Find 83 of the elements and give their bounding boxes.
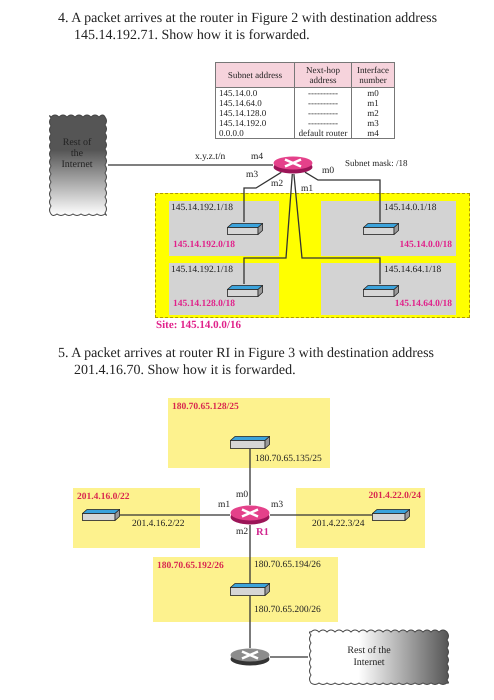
switch-icon xyxy=(363,223,399,235)
router-icon xyxy=(273,156,313,174)
edge-label: 180.70.65.200/26 xyxy=(254,605,321,616)
table-cell: 145.14.0.0 xyxy=(216,88,294,98)
interface-label: m2 xyxy=(271,179,284,190)
network-link xyxy=(120,514,230,516)
edge-label: 201.4.22.3/24 xyxy=(312,519,365,530)
interface-label: m1 xyxy=(218,500,230,511)
table-cell: 145.14.192.0 xyxy=(216,118,294,128)
table-header-cell: Subnet address xyxy=(216,62,294,88)
interface-label: m1 xyxy=(301,184,314,195)
network-link xyxy=(304,172,381,222)
edge-label: 145.14.0.1/18 xyxy=(384,203,437,214)
edge-label: 180.70.65.135/25 xyxy=(255,454,322,465)
subnet-address: 201.4.16.0/22 xyxy=(77,492,130,503)
network-link xyxy=(293,174,381,284)
network-link xyxy=(249,525,251,583)
table-cell: m1 xyxy=(352,98,394,108)
table-cell: 145.14.64.0 xyxy=(216,98,294,108)
table-cell: m2 xyxy=(352,108,394,118)
subnet-area xyxy=(321,201,456,256)
table-cell: 0.0.0.0 xyxy=(216,128,294,138)
table-cell: ---------- xyxy=(294,88,352,98)
router-icon xyxy=(230,505,270,525)
interface-label: m3 xyxy=(271,500,284,511)
switch-icon xyxy=(363,285,399,297)
subnet-address: 201.4.22.0/24 xyxy=(368,491,421,502)
router-icon xyxy=(230,648,270,666)
network-link xyxy=(243,174,293,284)
question-text: 5. A packet arrives at router RI in Figure 3 with destination address 201.4.16.70. Show how it is forwarded. xyxy=(58,345,435,379)
interface-label: m3 xyxy=(246,170,258,181)
edge-label: 145.14.192.1/18 xyxy=(171,203,234,214)
subnet-area xyxy=(169,263,279,315)
subnet-address: 180.70.65.192/26 xyxy=(157,561,224,572)
subnet-area xyxy=(296,488,425,548)
edge-label: 145.14.192.1/18 xyxy=(171,265,234,276)
network-link xyxy=(243,172,282,222)
switch-icon xyxy=(230,436,270,449)
network-link xyxy=(249,449,251,505)
network-link xyxy=(270,514,372,516)
switch-icon xyxy=(230,583,270,596)
switch-icon xyxy=(227,223,263,235)
interface-label: Subnet mask: /18 xyxy=(345,158,408,169)
site-label: Site: 145.14.0.0/16 xyxy=(156,320,241,331)
edge-label: 201.4.16.2/22 xyxy=(132,519,185,530)
subnet-address: 145.14.64.0/18 xyxy=(394,299,452,310)
subnet-area xyxy=(169,201,279,256)
cloud-shape xyxy=(48,113,108,217)
table-cell: 145.14.128.0 xyxy=(216,108,294,118)
table-cell: ---------- xyxy=(294,108,352,118)
router-label: R1 xyxy=(256,527,269,538)
edge-label: 180.70.65.194/26 xyxy=(254,560,321,571)
table-cell: m0 xyxy=(352,88,394,98)
network-link xyxy=(108,164,273,166)
table-header-cell: Next-hop address xyxy=(294,62,352,88)
switch-icon xyxy=(372,509,410,521)
table-cell: default router xyxy=(294,128,352,138)
interface-label: m4 xyxy=(251,152,264,163)
table-cell: ---------- xyxy=(294,118,352,128)
subnet-address: 145.14.128.0/18 xyxy=(173,299,236,310)
interface-label: m2 xyxy=(236,527,248,538)
table-header-cell: Interface number xyxy=(352,62,394,88)
cloud-label: Rest of the Internet xyxy=(346,645,392,669)
subnet-address: 145.14.0.0/18 xyxy=(399,240,452,251)
question-text: 4. A packet arrives at the router in Figure 2 with destination address 145.14.192.71. Show how it is forwarded. xyxy=(58,10,438,44)
subnet-area xyxy=(73,488,200,548)
subnet-address: 145.14.192.0/18 xyxy=(173,240,236,251)
interface-label: m0 xyxy=(236,490,248,501)
network-link xyxy=(249,596,251,648)
interface-label: m0 xyxy=(322,166,334,177)
switch-icon xyxy=(82,509,120,521)
table-cell: m4 xyxy=(352,128,394,138)
subnet-area xyxy=(321,263,456,315)
subnet-address: 180.70.65.128/25 xyxy=(172,402,239,413)
subnet-area xyxy=(168,398,330,468)
edge-label: 145.14.64.1/18 xyxy=(384,265,442,276)
subnet-area xyxy=(153,557,338,622)
table-cell: m3 xyxy=(352,118,394,128)
edge-label: x.y.z.t/n xyxy=(195,152,226,163)
network-link xyxy=(270,656,308,658)
table-cell: ---------- xyxy=(294,98,352,108)
cloud-shape xyxy=(308,628,450,686)
switch-icon xyxy=(227,285,263,297)
